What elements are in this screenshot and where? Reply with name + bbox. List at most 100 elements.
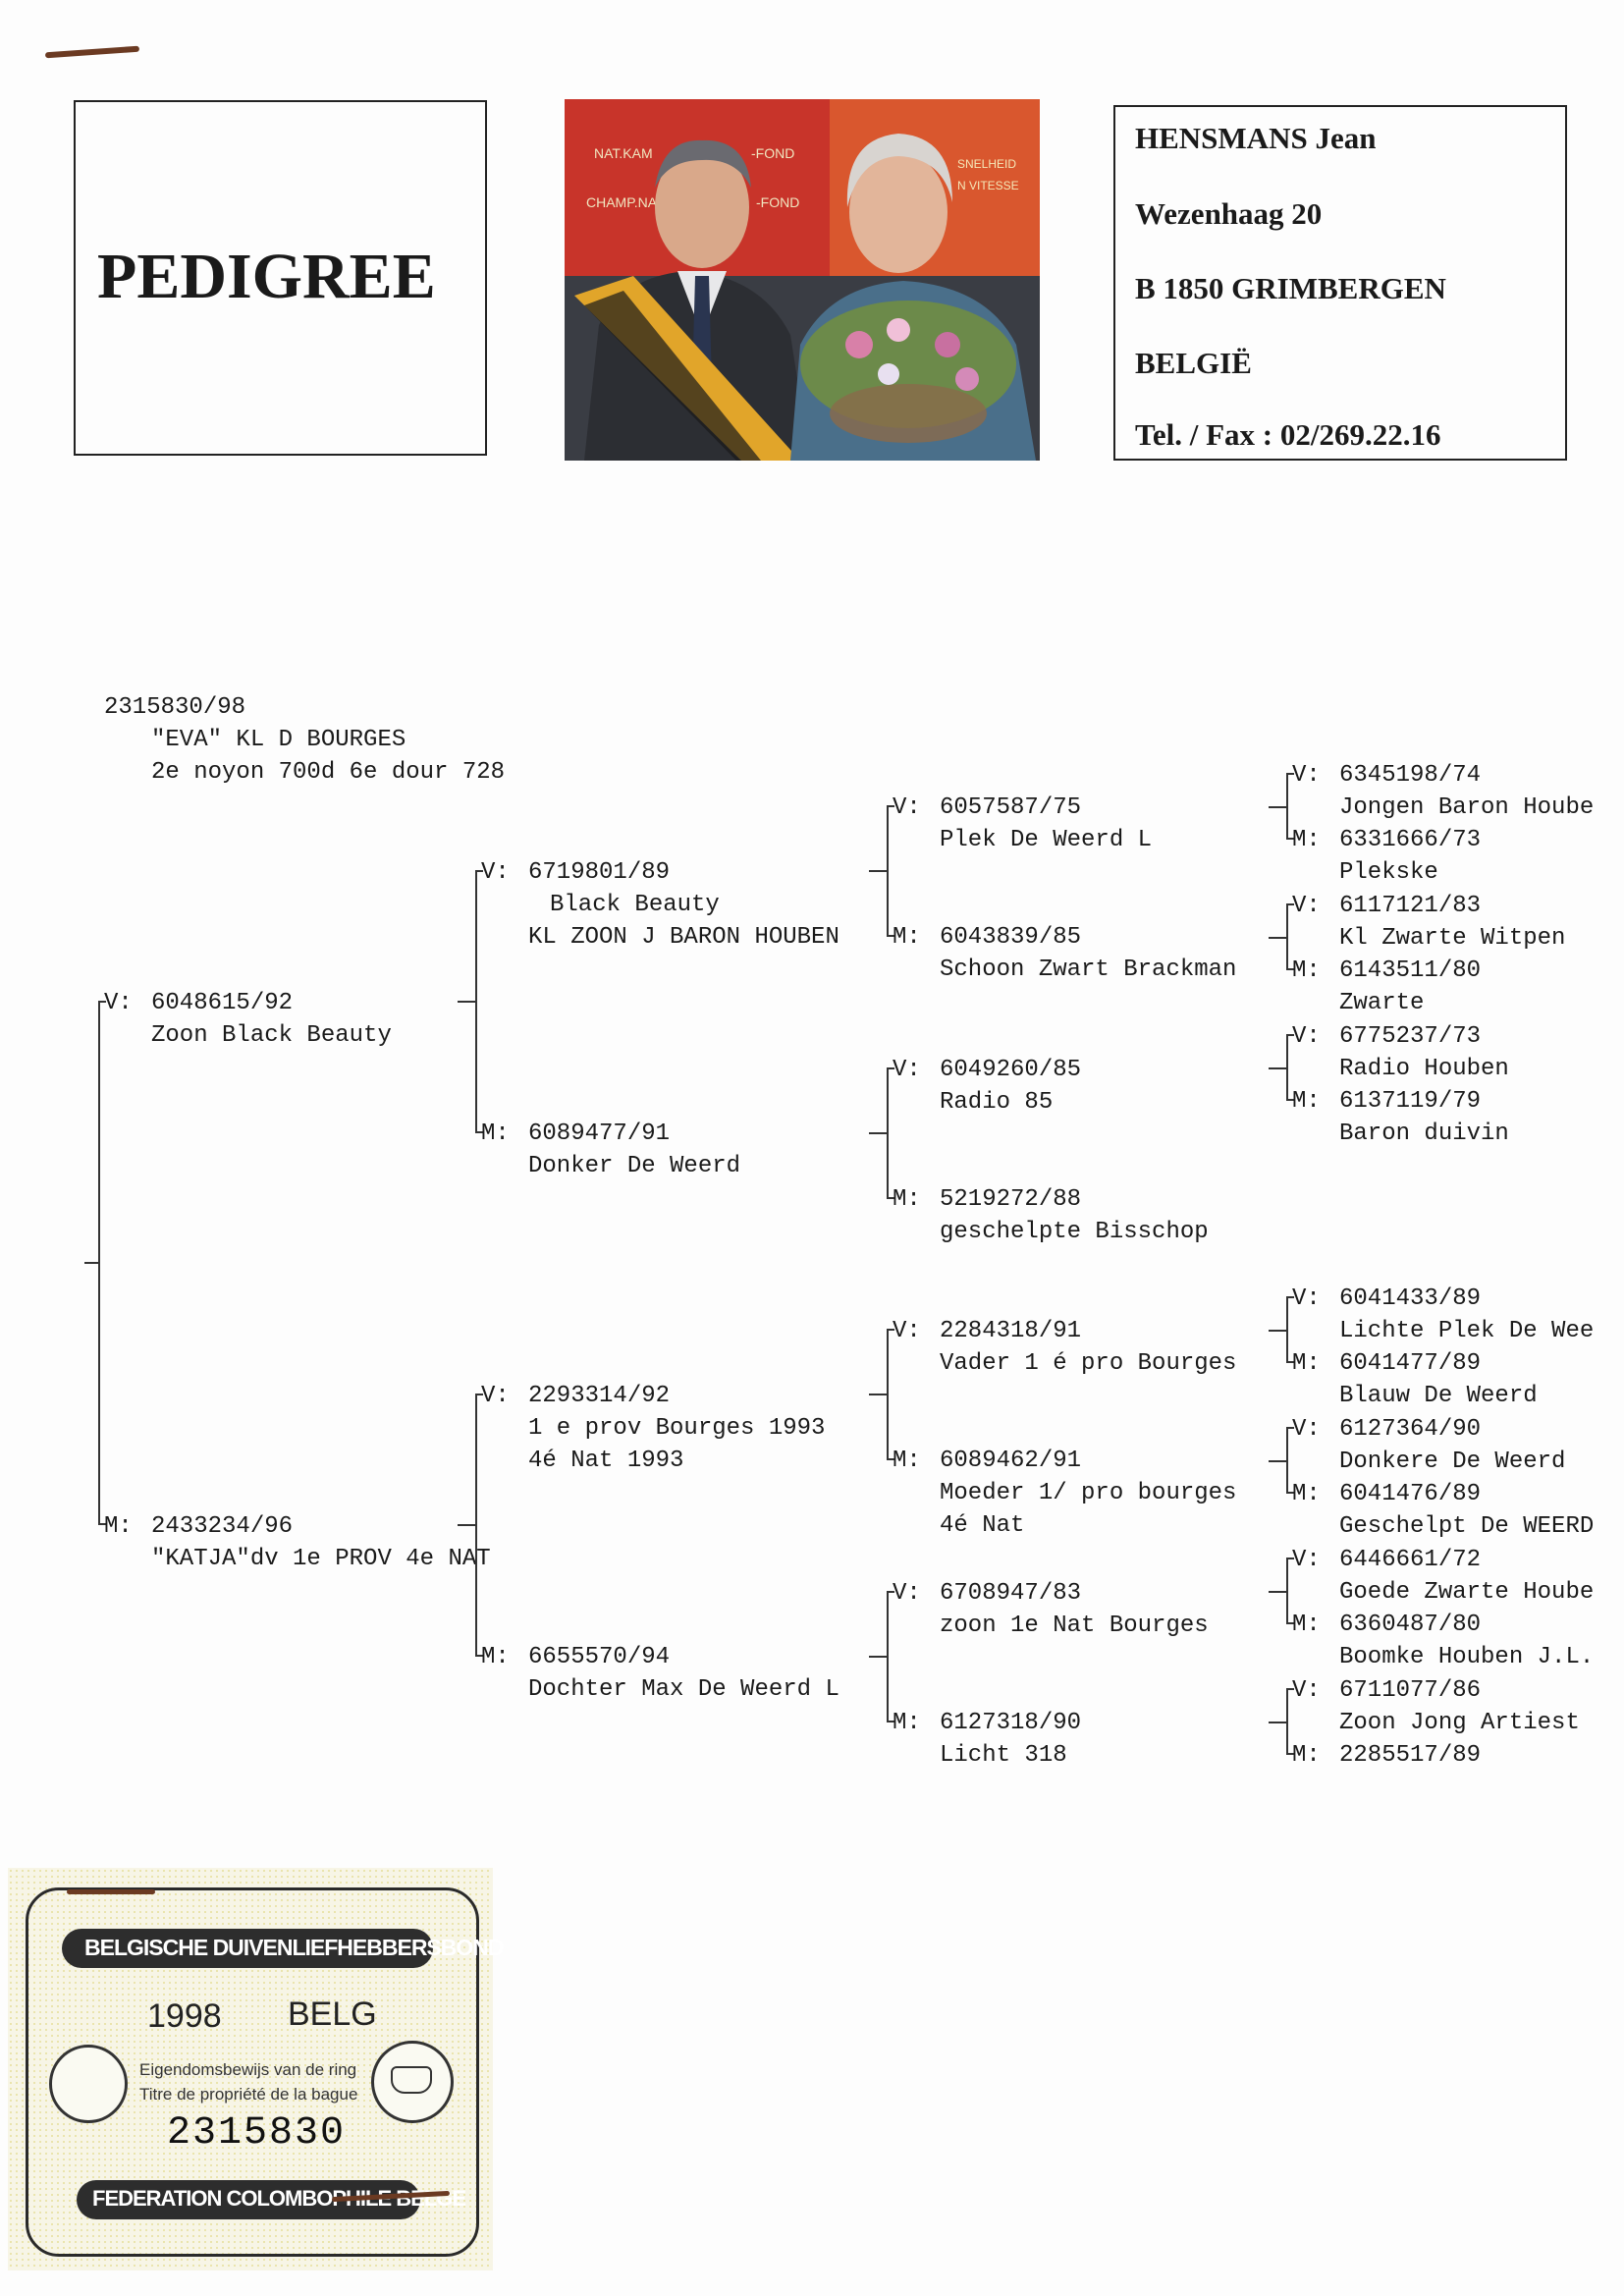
bracket-line	[84, 1262, 100, 1264]
crown-icon	[391, 2066, 432, 2094]
g3-mff-desc1: Vader 1 é pro Bourges	[940, 1350, 1237, 1377]
banner-text: CHAMP.NA	[586, 194, 658, 210]
mother-label: M:	[1292, 1481, 1321, 1507]
g2-fm-ring: 6089477/91	[528, 1121, 671, 1147]
g3-ffm-ring: 6043839/85	[940, 924, 1082, 951]
pigeon-results: 2e noyon 700d 6e dour 728	[151, 759, 506, 786]
g2-ff-desc2: KL ZOON J BARON HOUBEN	[528, 924, 839, 951]
ring-certificate: BELGISCHE DUIVENLIEFHEBBERSBOND 1998 BEL…	[8, 1868, 504, 2270]
bracket-line	[1286, 903, 1288, 970]
top-banner	[62, 1929, 433, 1968]
bracket-line	[887, 1067, 894, 1069]
g1-mother-ring: 2433234/96	[151, 1513, 294, 1540]
mother-label: M:	[1292, 1742, 1321, 1769]
g4-ring: 6137119/79	[1339, 1088, 1482, 1115]
bracket-line	[1286, 1427, 1288, 1494]
bracket-line	[1286, 1688, 1294, 1690]
bracket-line	[1286, 1296, 1288, 1363]
ownership-line-fr: Titre de propriété de la bague	[139, 2085, 358, 2104]
father-label: V:	[104, 990, 133, 1016]
g4-desc: Goede Zwarte Hoube	[1339, 1579, 1595, 1606]
father-label: V:	[1292, 1023, 1321, 1050]
bracket-line	[887, 1591, 894, 1593]
g3-fff-ring: 6057587/75	[940, 794, 1082, 821]
g4-ring: 6143511/80	[1339, 957, 1482, 984]
bracket-line	[869, 1132, 887, 1134]
g4-ring: 6775237/73	[1339, 1023, 1482, 1050]
banner-text: NAT.KAM	[594, 145, 653, 161]
scratch-mark	[67, 1889, 155, 1894]
bracket-line	[1286, 1099, 1294, 1101]
bracket-line	[1286, 968, 1294, 970]
bracket-line	[887, 1067, 889, 1199]
g4-ring: 6446661/72	[1339, 1547, 1482, 1573]
mother-label: M:	[1292, 1088, 1321, 1115]
g4-desc: Jongen Baron Hoube	[1339, 794, 1595, 821]
father-label: V:	[893, 1580, 921, 1607]
g4-desc: Donkere De Weerd	[1339, 1449, 1566, 1475]
bracket-line	[1269, 806, 1286, 808]
owner-country: BELGIË	[1135, 346, 1252, 380]
g3-mfm-ring: 6089462/91	[940, 1448, 1082, 1474]
bracket-line	[98, 1001, 106, 1003]
g4-ring: 6345198/74	[1339, 762, 1482, 789]
bracket-line	[887, 935, 894, 937]
bracket-line	[1286, 1558, 1288, 1624]
bracket-line	[1269, 1591, 1286, 1593]
g3-fmf-desc1: Radio 85	[940, 1089, 1054, 1116]
bracket-line	[458, 1524, 475, 1526]
g3-mmm-ring: 6127318/90	[940, 1710, 1082, 1736]
g2-ff-desc1: Black Beauty	[550, 892, 720, 918]
g1-father-desc: Zoon Black Beauty	[151, 1022, 392, 1049]
owner-name: HENSMANS Jean	[1135, 121, 1377, 155]
bracket-line	[1269, 937, 1286, 939]
father-label: V:	[893, 1318, 921, 1344]
mother-label: M:	[893, 1186, 921, 1213]
pigeon-ring: 2315830/98	[104, 694, 246, 721]
mother-label: M:	[893, 1710, 921, 1736]
mother-label: M:	[1292, 827, 1321, 853]
bracket-line	[475, 1394, 477, 1657]
g3-mmf-ring: 6708947/83	[940, 1580, 1082, 1607]
bracket-line	[1269, 1067, 1286, 1069]
title-box: PEDIGREE	[74, 100, 487, 456]
g4-ring: 6331666/73	[1339, 827, 1482, 853]
mother-label: M:	[1292, 1612, 1321, 1638]
bracket-line	[887, 1329, 894, 1331]
certificate-frame	[26, 1887, 479, 2257]
mother-label: M:	[1292, 957, 1321, 984]
father-label: V:	[1292, 893, 1321, 919]
g3-fmf-ring: 6049260/85	[940, 1057, 1082, 1083]
g4-ring: 6117121/83	[1339, 893, 1482, 919]
g4-ring: 6127364/90	[1339, 1416, 1482, 1443]
g4-ring: 6711077/86	[1339, 1677, 1482, 1704]
g2-mm-desc1: Dochter Max De Weerd L	[528, 1676, 839, 1703]
father-label: V:	[893, 1057, 921, 1083]
g4-desc: Zoon Jong Artiest	[1339, 1710, 1580, 1736]
bracket-line	[1286, 1361, 1294, 1363]
mother-label: M:	[1292, 1350, 1321, 1377]
bracket-line	[1286, 1427, 1294, 1429]
bracket-line	[1286, 1492, 1294, 1494]
g4-ring: 6041477/89	[1339, 1350, 1482, 1377]
g3-mff-ring: 2284318/91	[940, 1318, 1082, 1344]
bracket-line	[887, 1458, 894, 1460]
g4-desc: Kl Zwarte Witpen	[1339, 925, 1566, 952]
bracket-line	[1286, 1688, 1288, 1755]
g4-desc: Zwarte	[1339, 990, 1425, 1016]
bracket-line	[1286, 903, 1294, 905]
g1-father-ring: 6048615/92	[151, 990, 294, 1016]
g3-mmm-desc1: Licht 318	[940, 1742, 1067, 1769]
bracket-line	[475, 870, 483, 872]
owner-photo: NAT.KAM CHAMP.NA -FOND -FOND SNELHEID N …	[565, 99, 1040, 461]
bracket-line	[475, 870, 477, 1133]
g4-desc: Plekske	[1339, 859, 1438, 886]
father-label: V:	[1292, 1285, 1321, 1312]
bracket-line	[1286, 1622, 1294, 1624]
bracket-line	[1286, 1034, 1288, 1101]
bracket-line	[1286, 838, 1294, 840]
g2-mf-ring: 2293314/92	[528, 1383, 671, 1409]
bracket-line	[475, 1655, 483, 1657]
ownership-line-nl: Eigendomsbewijs van de ring	[139, 2060, 357, 2079]
g4-desc: Geschelpt De WEERD	[1339, 1513, 1595, 1540]
